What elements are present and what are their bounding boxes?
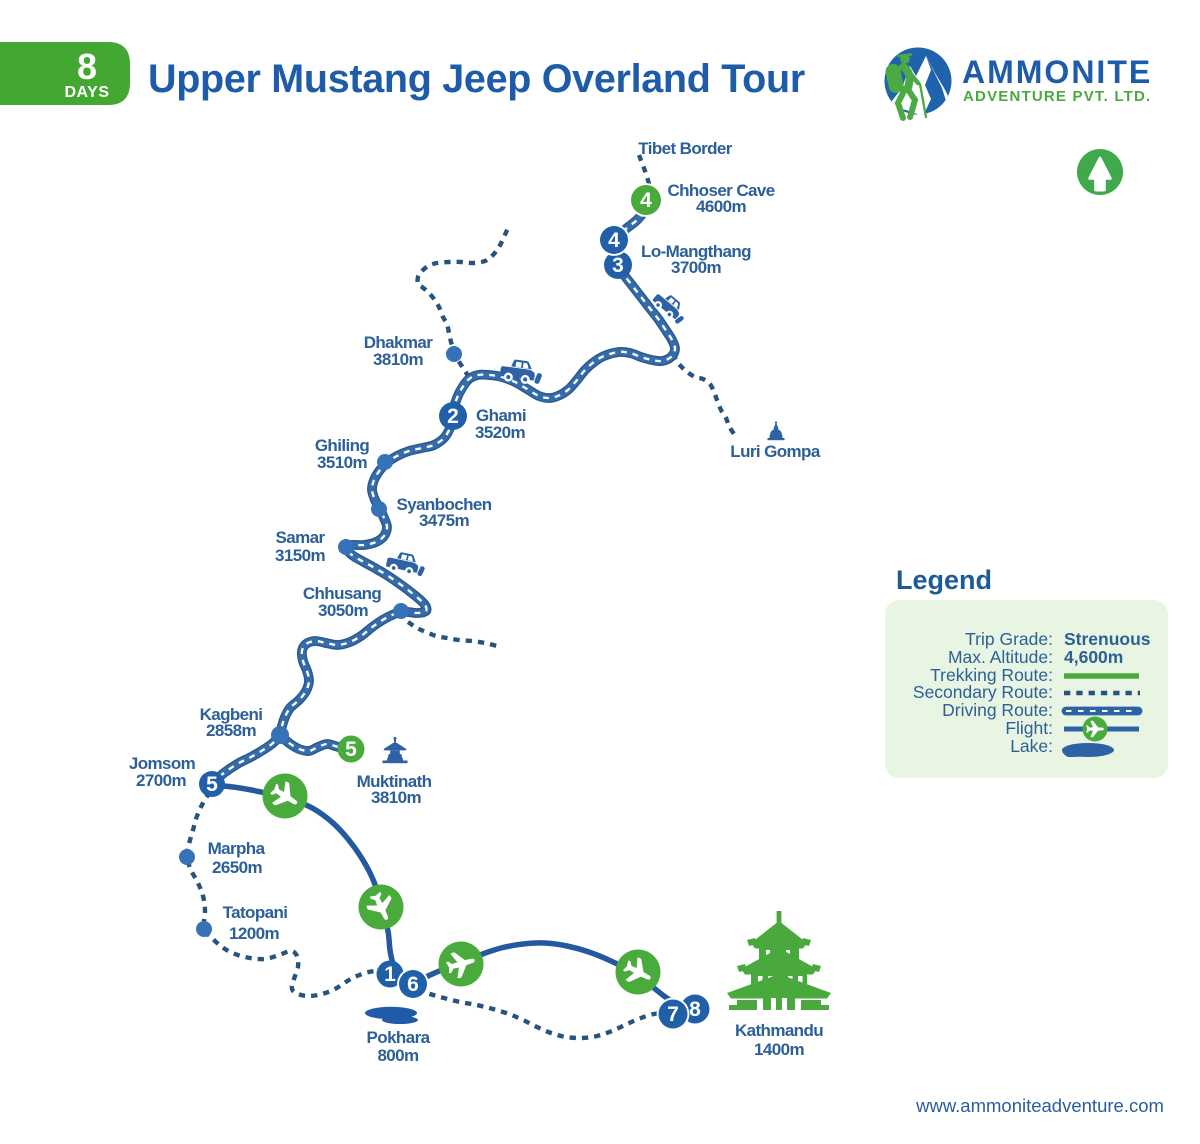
svg-text:4: 4 (640, 189, 652, 212)
svg-text:Lo-Mangthang: Lo-Mangthang (641, 242, 751, 261)
svg-text:5: 5 (206, 773, 218, 796)
svg-text:Trekking Route:: Trekking Route: (930, 665, 1053, 685)
svg-text:2650m: 2650m (212, 858, 262, 877)
svg-text:3520m: 3520m (475, 423, 525, 442)
svg-text:6: 6 (407, 973, 419, 996)
svg-text:Tibet Border: Tibet Border (638, 139, 733, 158)
svg-text:Driving Route:: Driving Route: (942, 700, 1053, 720)
svg-text:Pokhara: Pokhara (367, 1028, 431, 1047)
svg-text:800m: 800m (377, 1046, 419, 1065)
svg-text:Flight:: Flight: (1005, 718, 1053, 738)
svg-text:Syanbochen: Syanbochen (396, 495, 491, 514)
svg-text:2: 2 (447, 405, 459, 428)
svg-text:2700m: 2700m (136, 771, 186, 790)
svg-text:1: 1 (384, 963, 396, 986)
svg-text:5: 5 (345, 738, 357, 761)
svg-text:4600m: 4600m (696, 197, 746, 216)
svg-text:Dhakmar: Dhakmar (364, 333, 434, 352)
svg-text:Trip Grade:: Trip Grade: (965, 629, 1053, 649)
svg-text:Tatopani: Tatopani (223, 903, 288, 922)
svg-text:8: 8 (689, 998, 701, 1021)
svg-text:1200m: 1200m (229, 924, 279, 943)
svg-text:Ghiling: Ghiling (315, 436, 370, 455)
svg-text:AMMONITE: AMMONITE (962, 54, 1152, 90)
svg-text:8: 8 (77, 46, 97, 87)
svg-text:3510m: 3510m (317, 453, 367, 472)
svg-text:3810m: 3810m (373, 350, 423, 369)
svg-text:Secondary Route:: Secondary Route: (913, 682, 1053, 702)
svg-text:Chhoser Cave: Chhoser Cave (667, 181, 774, 200)
svg-text:Chhusang: Chhusang (303, 584, 382, 603)
svg-text:4: 4 (608, 229, 620, 252)
svg-text:3810m: 3810m (371, 788, 421, 807)
svg-text:3700m: 3700m (671, 258, 721, 277)
svg-text:3050m: 3050m (318, 601, 368, 620)
svg-text:Kagbeni: Kagbeni (200, 705, 263, 724)
svg-text:2858m: 2858m (206, 721, 256, 740)
svg-text:Ghami: Ghami (476, 406, 526, 425)
svg-text:3: 3 (612, 254, 624, 277)
svg-text:www.ammoniteadventure.com: www.ammoniteadventure.com (915, 1095, 1164, 1116)
svg-text:3475m: 3475m (419, 511, 469, 530)
svg-text:3150m: 3150m (275, 546, 325, 565)
svg-text:Max. Altitude:: Max. Altitude: (948, 647, 1053, 667)
svg-text:DAYS: DAYS (65, 84, 110, 101)
svg-text:Samar: Samar (276, 528, 326, 547)
svg-text:Upper Mustang Jeep Overland To: Upper Mustang Jeep Overland Tour (148, 57, 805, 101)
svg-text:Legend: Legend (896, 565, 992, 595)
svg-text:Kathmandu: Kathmandu (735, 1021, 823, 1040)
svg-text:Jomsom: Jomsom (129, 754, 196, 773)
svg-text:1400m: 1400m (754, 1040, 804, 1059)
svg-text:4,600m: 4,600m (1064, 647, 1123, 667)
svg-text:Marpha: Marpha (208, 839, 266, 858)
svg-text:Lake:: Lake: (1010, 736, 1053, 756)
svg-text:Muktinath: Muktinath (357, 772, 432, 791)
svg-text:7: 7 (667, 1003, 679, 1026)
svg-text:Luri Gompa: Luri Gompa (730, 442, 821, 461)
svg-text:ADVENTURE PVT. LTD.: ADVENTURE PVT. LTD. (963, 88, 1151, 105)
svg-text:Strenuous: Strenuous (1064, 629, 1151, 649)
